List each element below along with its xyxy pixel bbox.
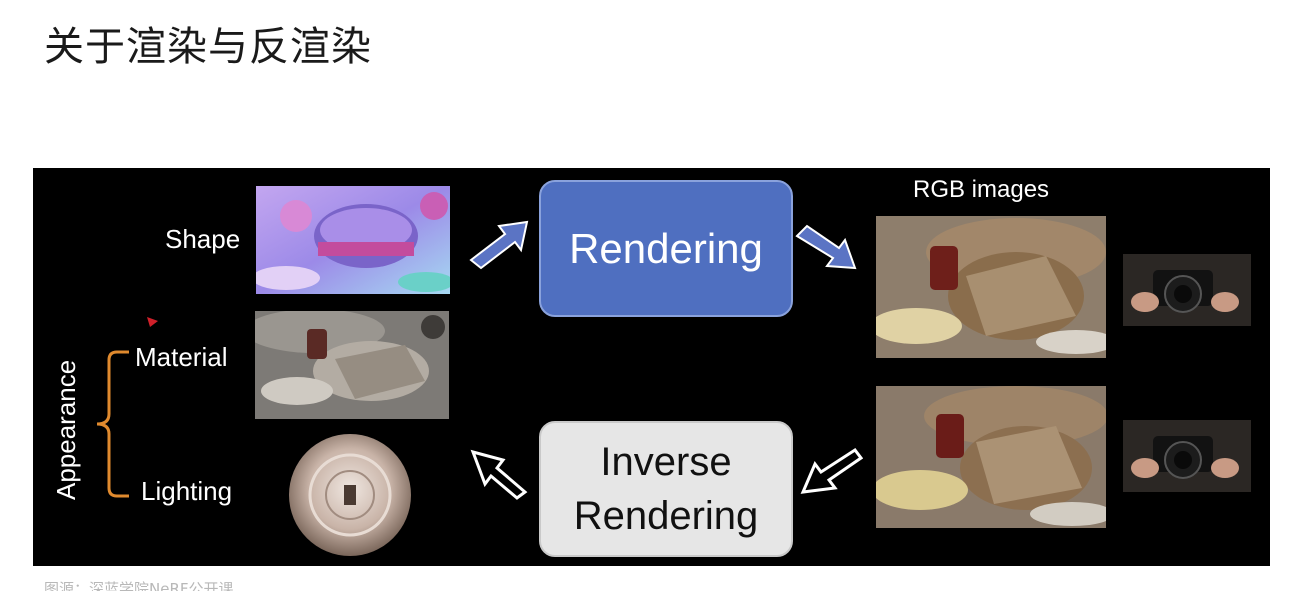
rgb-image-top: [876, 216, 1106, 358]
inverse-rendering-line1: Inverse: [600, 440, 732, 484]
label-material: Material: [135, 342, 228, 372]
camera-image-top: [1123, 254, 1251, 326]
arrow-to-rendering-icon: [469, 220, 529, 270]
label-rgb-images: RGB images: [913, 176, 1050, 203]
shape-normal-map-image: [256, 186, 450, 294]
material-image: [255, 311, 449, 419]
diagram-panel: Shape Material Lighting Appearance: [33, 168, 1270, 566]
label-lighting: Lighting: [141, 476, 233, 506]
label-shape: Shape: [165, 224, 241, 254]
image-source-caption: 图源：深蓝学院NeRF公开课: [44, 580, 234, 591]
inverse-rendering-box: Inverse Rendering: [539, 421, 793, 557]
appearance-brace: [96, 350, 129, 498]
slide-title: 关于渲染与反渲染: [44, 24, 372, 70]
lighting-environment-sphere: [288, 433, 412, 557]
rgb-image-bottom: [876, 386, 1106, 528]
arrow-to-inverse-rendering-icon: [800, 447, 863, 494]
arrow-to-appearance-icon: [470, 449, 528, 500]
inverse-rendering-line2: Rendering: [573, 494, 759, 538]
rendering-box: Rendering: [539, 180, 793, 317]
arrow-to-rgb-images-icon: [795, 224, 857, 270]
rendering-label: Rendering: [569, 224, 763, 272]
label-appearance: Appearance: [51, 359, 81, 500]
red-marker-icon: [147, 317, 158, 327]
camera-image-bottom: [1123, 420, 1251, 492]
